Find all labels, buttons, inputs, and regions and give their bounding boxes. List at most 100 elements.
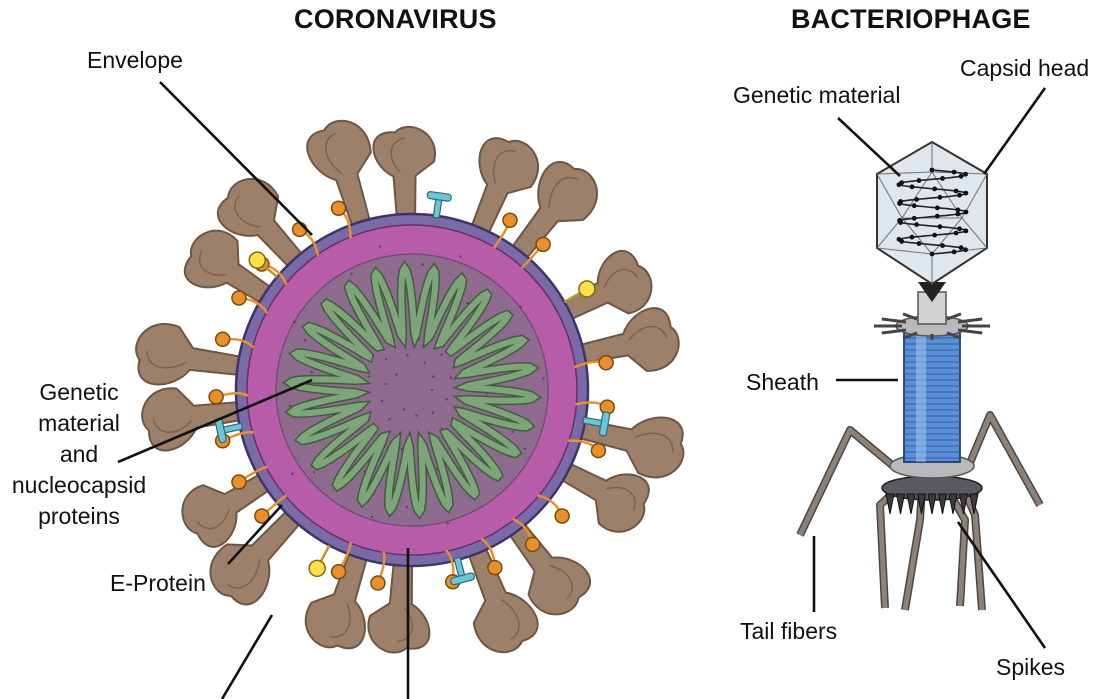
hemagglutinin-head xyxy=(578,280,596,298)
capsid-facet xyxy=(876,247,933,255)
capsid-facet xyxy=(876,173,903,219)
speckle xyxy=(395,373,398,376)
tail-spike xyxy=(916,493,927,515)
spike-shape xyxy=(209,506,305,606)
capsid-facet xyxy=(931,217,963,255)
spike-shading xyxy=(390,137,406,173)
spike-shape xyxy=(575,307,680,372)
speckle xyxy=(421,263,425,266)
e-protein-cap xyxy=(450,572,476,586)
dna-bead xyxy=(916,178,922,183)
collar-whisker xyxy=(957,328,983,335)
dna-bead xyxy=(909,184,915,190)
speckle xyxy=(310,371,313,374)
label-line: and xyxy=(59,441,99,467)
dna-bead xyxy=(932,186,938,192)
dna-bead xyxy=(937,224,943,230)
spike-shading xyxy=(628,325,668,341)
collar-whisker xyxy=(902,312,918,321)
hemagglutinin-head xyxy=(308,559,326,578)
capsid-facet xyxy=(961,217,988,249)
membrane-protein-head xyxy=(598,354,614,371)
speckle xyxy=(415,414,418,417)
speckle xyxy=(384,382,387,386)
spike-protein xyxy=(304,547,370,650)
membrane-protein-head xyxy=(524,536,541,553)
dna-bead xyxy=(958,245,964,251)
label-phage-genetic-material: Genetic material xyxy=(733,82,901,108)
tail-spike xyxy=(948,493,958,515)
speckle xyxy=(440,353,443,356)
tail-fiber xyxy=(797,427,894,537)
speckle xyxy=(380,399,384,403)
spike-shading xyxy=(153,419,192,433)
leader-phage-genetic xyxy=(837,117,901,177)
label-tail-fibers: Tail fibers xyxy=(740,618,838,644)
tail-spike xyxy=(895,493,906,515)
tail-spike xyxy=(937,493,948,515)
neck-connector xyxy=(918,282,946,302)
leader-spike-protein xyxy=(220,614,274,699)
spike-shape xyxy=(367,558,431,654)
spike-shading xyxy=(500,598,520,640)
spike-shape xyxy=(304,547,370,650)
dna-bead xyxy=(963,190,969,196)
speckle xyxy=(459,255,462,258)
speckle xyxy=(312,471,316,474)
speckle xyxy=(542,377,545,380)
dna-bead xyxy=(955,207,961,213)
leader-spikes xyxy=(956,521,1047,649)
tail-fiber xyxy=(902,487,925,611)
speckle xyxy=(431,411,435,415)
collar-whisker xyxy=(902,331,918,340)
membrane-protein-head xyxy=(254,508,270,524)
speckle xyxy=(449,376,453,379)
label-genetic-material-nucleocapsid: Genetic material and nucleocapsid protei… xyxy=(0,377,158,532)
label-line: Genetic xyxy=(39,379,119,405)
leader-lines xyxy=(117,81,1047,699)
dna-bead xyxy=(963,171,968,177)
speckle xyxy=(370,515,374,519)
membrane-protein-head xyxy=(487,559,503,576)
e-protein-cap xyxy=(598,411,611,437)
spike-protein xyxy=(181,471,274,548)
hemagglutinin-head xyxy=(248,251,267,269)
dna-bead xyxy=(929,251,935,257)
membrane-protein-head xyxy=(535,236,551,253)
dna-bead xyxy=(911,203,917,209)
speckle xyxy=(388,418,391,421)
neck xyxy=(917,291,947,325)
leader-genetic-material xyxy=(117,378,313,464)
spike-protein xyxy=(367,558,431,654)
membrane-protein-head xyxy=(370,575,386,591)
membrane-protein-head xyxy=(330,200,347,217)
spike-protein xyxy=(468,137,539,239)
spike-shape xyxy=(183,229,276,307)
spike-shading xyxy=(234,194,261,228)
speckle xyxy=(446,522,449,525)
dna-bead xyxy=(940,176,945,181)
leader-e-protein xyxy=(227,504,283,565)
dna-bead xyxy=(951,169,957,175)
e-protein-marker xyxy=(582,411,611,437)
dna-bead xyxy=(951,249,957,255)
speckle xyxy=(303,338,307,342)
spike-protein xyxy=(574,416,685,479)
speckle xyxy=(406,354,409,357)
speckle xyxy=(431,375,435,378)
dna-bead xyxy=(914,222,919,228)
speckle xyxy=(445,398,448,401)
dna-bead xyxy=(953,188,959,194)
spike-shape xyxy=(135,323,247,386)
dna-bead xyxy=(958,173,964,179)
label-line: material xyxy=(38,410,120,436)
tail-fiber xyxy=(964,412,1043,507)
spike-shape xyxy=(466,542,539,654)
label-capsid-head: Capsid head xyxy=(960,55,1090,81)
spike-protein xyxy=(135,323,247,386)
tail-spike xyxy=(927,493,937,515)
speckle xyxy=(523,447,526,450)
speckle xyxy=(293,320,296,324)
bacteriophage-illustration xyxy=(796,140,1044,611)
